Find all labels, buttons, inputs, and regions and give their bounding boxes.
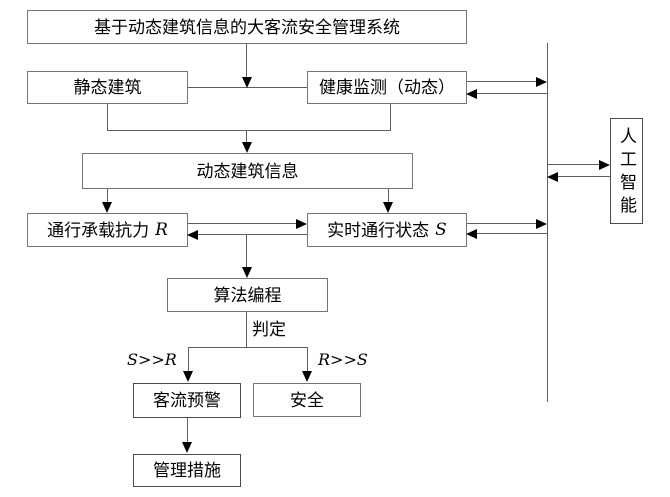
warning-box: 客流预警 [133,383,241,418]
connector-branch-right [307,347,308,373]
connector-status-to-bus [466,223,538,224]
safe-box: 安全 [253,383,361,417]
resistance-label: 通行承载抗力 [47,220,150,240]
arrowhead-bus-from-health-icon [536,77,547,87]
arrowhead-status-icon [383,202,393,213]
connector-bus-to-status [477,233,547,234]
branch-left-edge-label: S>>R [127,350,177,369]
connector-branch-left [188,347,189,373]
ai-box: 人工智能 [610,118,643,224]
arrowhead-bus-from-status-icon [536,219,547,229]
connector-warning-to-measures [187,418,188,444]
status-variable: S [435,219,447,240]
connector-health-to-bus [466,81,538,82]
arrowhead-algorithm-icon [242,267,252,278]
status-label: 实时通行状态 [327,220,430,240]
connector-merge-bar [107,130,391,131]
arrowhead-ai-icon [599,160,610,170]
static-building-box: 静态建筑 [27,71,188,104]
arrowhead-safe-icon [302,371,312,382]
arrowhead-to-resistance-icon [187,230,198,240]
title-box: 基于动态建筑信息的大客流安全管理系统 [27,10,467,44]
connector-info-to-status [388,189,389,204]
connector-merge-down [246,130,247,144]
static-building-label: 静态建筑 [73,78,142,97]
arrowhead-warning-icon [183,371,193,382]
dynamic-info-box: 动态建筑信息 [82,153,413,189]
connector-algorithm-down [246,312,247,348]
title-label: 基于动态建筑信息的大客流安全管理系统 [94,17,400,37]
connector-title-down [246,44,247,79]
measures-label: 管理措施 [153,461,221,480]
status-box: 实时通行状态 S [307,213,467,247]
connector-to-algorithm [246,234,247,268]
ai-label: 人工智能 [617,127,636,219]
arrowhead-dynamic-info-icon [242,142,252,153]
measures-box: 管理措施 [133,454,241,487]
connector-ai-to-bus [558,176,610,177]
arrowhead-resistance-icon [102,202,112,213]
health-monitoring-label: 健康监测（动态） [319,78,455,97]
dynamic-info-label: 动态建筑信息 [196,161,299,181]
connector-info-to-resistance [107,189,108,204]
arrowhead-measures-icon [182,442,192,453]
arrowhead-to-status-icon [296,219,307,229]
connector-resistance-to-status [187,223,297,224]
arrowhead-title-down-icon [242,77,252,88]
connector-branch-bar [188,347,308,348]
connector-bus-to-health [477,93,547,94]
algorithm-label: 算法编程 [213,285,282,305]
connector-bus-to-ai [547,164,601,165]
decision-edge-label: 判定 [252,320,286,339]
arrowhead-bus-from-ai-icon [547,172,558,182]
connector-ai-bus [547,43,548,402]
resistance-box: 通行承载抗力 R [27,213,188,247]
arrowhead-status-from-bus-icon [466,229,477,239]
algorithm-box: 算法编程 [167,278,328,312]
connector-status-to-resistance [198,234,307,235]
branch-right-edge-label: R>>S [318,350,368,369]
connector-health-down [390,104,391,131]
arrowhead-health-from-bus-icon [466,89,477,99]
warning-label: 客流预警 [153,391,221,410]
connector-static-down [107,104,108,131]
safe-label: 安全 [290,390,324,410]
resistance-variable: R [155,219,168,240]
health-monitoring-box: 健康监测（动态） [307,71,467,104]
